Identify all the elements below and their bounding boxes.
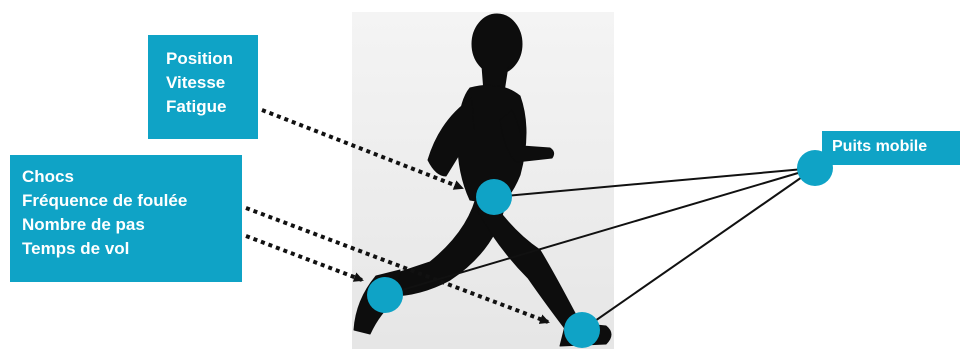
hip-sensor-node xyxy=(476,179,512,215)
puits-mobile-label-box: Puits mobile xyxy=(822,131,960,165)
temps-vol-label: Temps de vol xyxy=(22,237,242,261)
nombre-pas-label: Nombre de pas xyxy=(22,213,242,237)
arrow-chocs-to-back-foot xyxy=(246,236,362,280)
fatigue-label: Fatigue xyxy=(166,95,258,119)
link-front-foot-to-sink xyxy=(582,168,815,330)
chocs-label-box: Chocs Fréquence de foulée Nombre de pas … xyxy=(10,155,242,282)
frequence-label: Fréquence de foulée xyxy=(22,189,242,213)
puits-mobile-label: Puits mobile xyxy=(832,135,960,159)
vitesse-label: Vitesse xyxy=(166,71,258,95)
front-foot-sensor-node xyxy=(564,312,600,348)
position-label-box: Position Vitesse Fatigue xyxy=(148,35,258,139)
back-foot-sensor-node xyxy=(367,277,403,313)
position-label: Position xyxy=(166,47,258,71)
chocs-label: Chocs xyxy=(22,165,242,189)
